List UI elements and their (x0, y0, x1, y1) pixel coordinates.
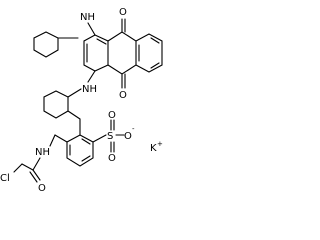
ring-ch2-bond (54, 134, 68, 143)
positive-charge: + (157, 140, 163, 148)
oxygen-top: O (119, 7, 127, 18)
nh-anthraquinone-bond (87, 22, 96, 36)
cyclohexyl-ring (33, 31, 59, 58)
negative-charge: - (132, 125, 135, 133)
benzene-ring-lower (66, 134, 94, 167)
sulfur-atom: S (107, 131, 113, 142)
chlorine-atom: Cl (0, 173, 10, 184)
n-carbonyl-bond (32, 157, 41, 171)
nh-cyclohexane-bond (67, 88, 82, 98)
methylene-bond-a (67, 110, 81, 120)
amide-oxygen: O (38, 183, 46, 194)
anthraquinone-right-ring (135, 33, 163, 73)
oxygen-sulfonyl-up: O (108, 110, 116, 121)
carbonyl-o-bond-a (32, 169, 41, 181)
amine-nh-top: NH (80, 12, 95, 23)
potassium-cation: K (150, 143, 157, 154)
anthraquinone-left-ring (83, 34, 109, 72)
amine-nh-mid: NH (82, 84, 97, 95)
anthraquinone-central-ring (107, 31, 137, 75)
carbonyl-ch2-bond (21, 163, 34, 171)
chemical-structure-diagram: NH O O NH S O O (0, 7, 163, 194)
ch2-n-bond (49, 134, 56, 147)
oxygen-mid: O (119, 90, 127, 101)
molecule-drawing: NH O O NH S O O (0, 7, 163, 194)
ring-sulfur-bond (92, 134, 107, 143)
amide-nh: NH (35, 147, 50, 158)
oxygen-anion: O (124, 131, 132, 142)
oxygen-sulfonyl-down: O (108, 153, 116, 164)
anthraquinone-nh-bond (87, 70, 96, 83)
ch2-cl-bond (13, 163, 23, 173)
cyclohexane-ring-middle (43, 90, 69, 119)
